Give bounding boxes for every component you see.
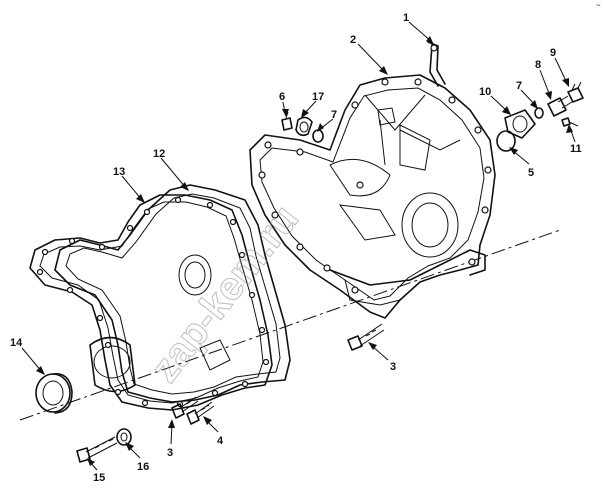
callout-4: 4 bbox=[217, 435, 224, 447]
o-ring-part-7-right bbox=[534, 107, 544, 119]
corner-mark: ~ bbox=[596, 1, 601, 10]
callout-10: 10 bbox=[479, 86, 491, 98]
o-ring-part-5 bbox=[496, 130, 516, 152]
screw-part-11 bbox=[561, 117, 579, 127]
callout-13: 13 bbox=[113, 166, 125, 178]
callout-15: 15 bbox=[93, 472, 105, 484]
callout-2: 2 bbox=[350, 34, 356, 46]
plug-part-6 bbox=[281, 111, 293, 131]
o-ring-part-7-left bbox=[312, 129, 324, 143]
sensor-part-8 bbox=[547, 95, 573, 117]
capscrew-part-4 bbox=[186, 401, 215, 425]
callout-12: 12 bbox=[153, 148, 165, 160]
callout-11: 11 bbox=[570, 143, 582, 155]
callout-16: 16 bbox=[137, 461, 149, 473]
oil-seal-part-14 bbox=[35, 373, 73, 414]
callout-9: 9 bbox=[550, 47, 556, 59]
washer-part-16 bbox=[116, 428, 132, 446]
callout-14: 14 bbox=[10, 337, 23, 349]
connector-part-9 bbox=[567, 81, 584, 103]
gear-housing-part-2 bbox=[249, 41, 496, 319]
callout-7-right: 7 bbox=[516, 80, 522, 92]
callout-3-front: 3 bbox=[167, 447, 173, 459]
capscrew-part-3-front bbox=[171, 396, 199, 419]
callout-6: 6 bbox=[279, 91, 285, 103]
capscrew-part-15 bbox=[76, 436, 118, 463]
capscrew-part-3-middle bbox=[347, 323, 385, 351]
front-cover-part-13 bbox=[29, 194, 273, 411]
callout-7-left: 7 bbox=[331, 109, 337, 121]
callout-1: 1 bbox=[403, 12, 409, 24]
leader-lines bbox=[21, 21, 576, 471]
callout-3-middle: 3 bbox=[390, 361, 396, 373]
watermark: zap-kem.ru bbox=[142, 197, 308, 391]
fitting-part-17 bbox=[295, 116, 313, 137]
callout-17: 17 bbox=[312, 91, 324, 103]
callout-8: 8 bbox=[535, 59, 541, 71]
svg-text:zap-kem.ru: zap-kem.ru bbox=[142, 197, 307, 390]
adapter-part-10 bbox=[504, 109, 536, 139]
callout-5: 5 bbox=[528, 167, 534, 179]
